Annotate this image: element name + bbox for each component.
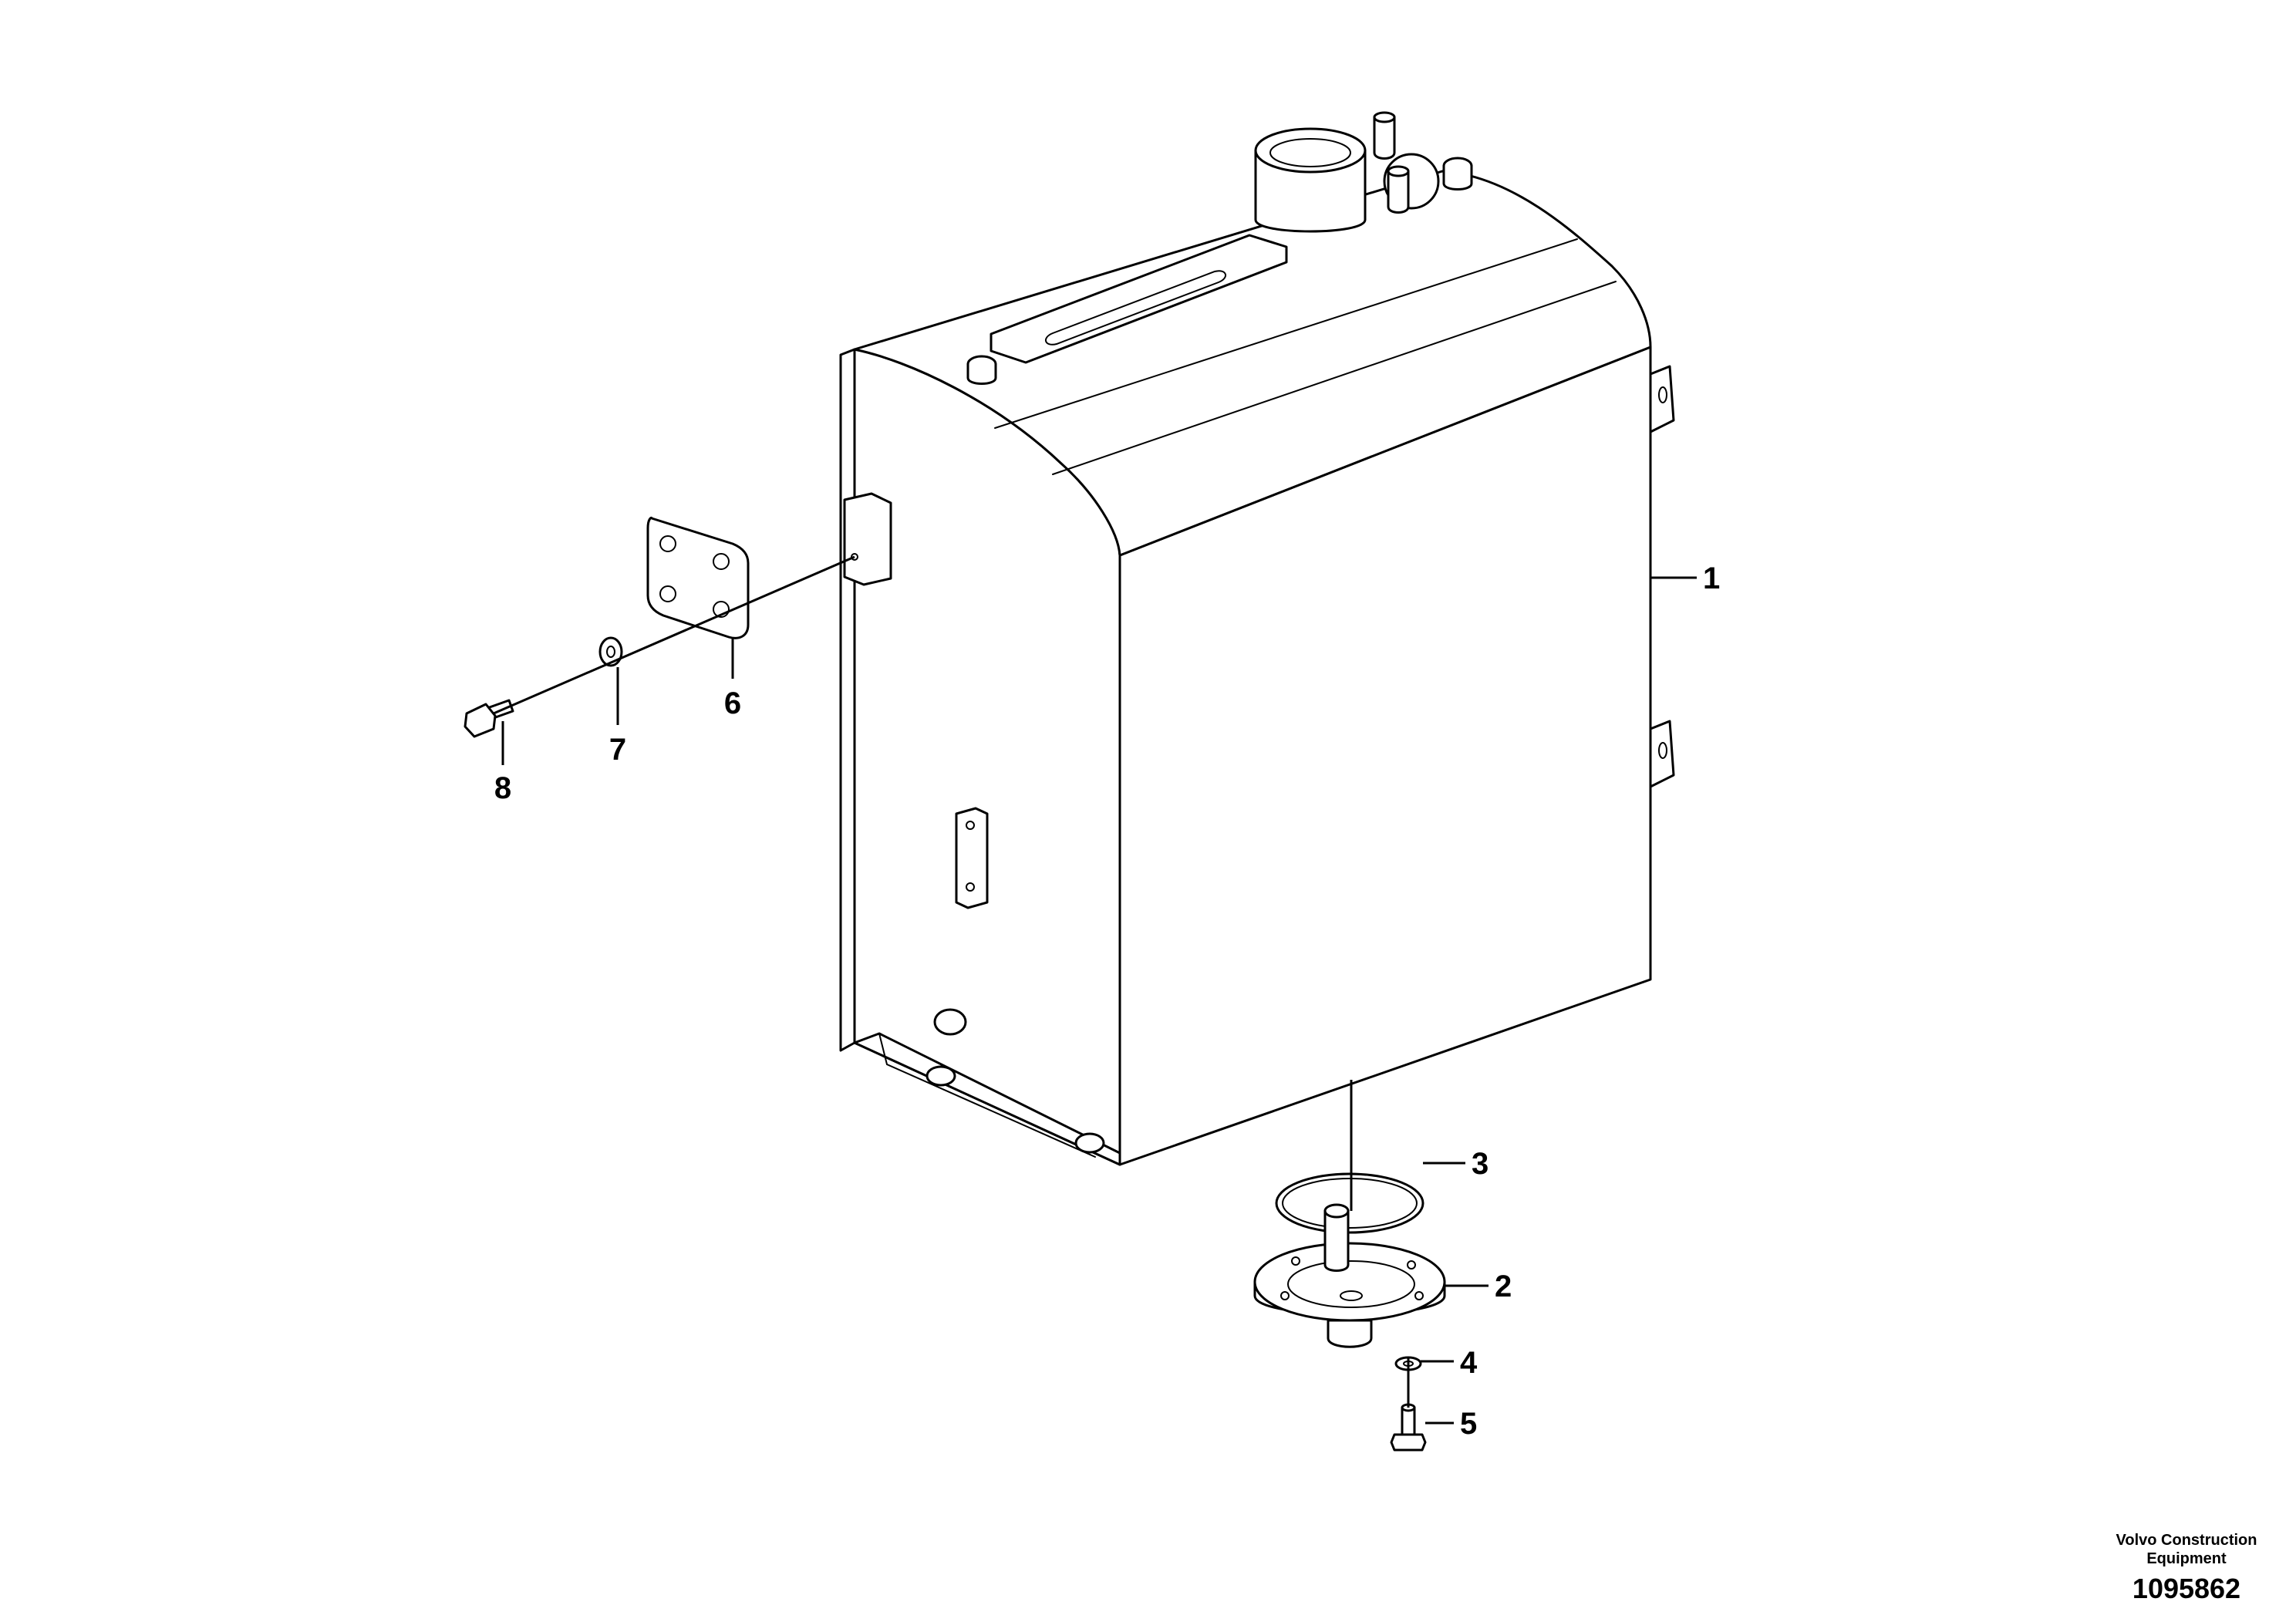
callout-3: 3 xyxy=(1472,1147,1489,1181)
tank-bottom-rim xyxy=(853,1032,1121,1166)
tank-bottom-nut xyxy=(925,1065,956,1087)
tank-side-hole xyxy=(851,553,858,561)
cover-flange-bolt-hole xyxy=(1280,1291,1290,1300)
bolt-bottom[interactable] xyxy=(1390,1403,1427,1452)
tank-top-slot xyxy=(1045,270,1226,346)
drawing-number: 1095862 xyxy=(2132,1573,2240,1604)
callout-leaders xyxy=(501,576,1697,1425)
tank-left-flange xyxy=(839,348,856,1052)
tank-filler-neck-rim xyxy=(1254,127,1367,174)
o-ring[interactable] xyxy=(1275,1172,1424,1234)
tank-fitting-tube-top xyxy=(1387,165,1410,177)
tank-mount-hole xyxy=(1658,386,1667,403)
company-name-line1: Volvo Construction xyxy=(2116,1532,2257,1549)
tank-top-boss-body xyxy=(966,363,997,385)
tank-bend-line xyxy=(994,238,1578,429)
mounting-plate-hole xyxy=(659,585,676,602)
washer[interactable] xyxy=(598,636,623,667)
callout-4: 4 xyxy=(1460,1346,1478,1380)
tank-bottom-nut xyxy=(1074,1132,1105,1154)
tank-filler-neck xyxy=(1254,149,1367,233)
mounting-plate-hole xyxy=(713,601,730,618)
tank-bottom-edge xyxy=(878,1033,1096,1158)
tank-top-slot-plate xyxy=(990,234,1288,364)
mounting-plate-hole xyxy=(659,535,676,552)
callout-5: 5 xyxy=(1460,1407,1477,1441)
cover-flange-tube xyxy=(1323,1209,1350,1272)
bolt-bottom-head xyxy=(1390,1433,1427,1452)
tank-mount-hole xyxy=(1658,742,1667,759)
tank-bend-line xyxy=(1052,281,1617,475)
tank-top-boss-body xyxy=(1442,164,1473,191)
callout-6: 6 xyxy=(724,686,741,720)
tank-drain-boss xyxy=(933,1008,967,1036)
tank-bracket-hole xyxy=(966,821,975,830)
cover-flange-center xyxy=(1340,1290,1363,1301)
bolt-side[interactable] xyxy=(464,699,514,738)
tank-filler-neck-inner xyxy=(1269,138,1351,167)
o-ring-outer xyxy=(1275,1172,1424,1234)
cover-flange-tube-top xyxy=(1323,1203,1350,1219)
tank-bracket-hole xyxy=(966,882,975,892)
callout-8: 8 xyxy=(494,771,511,805)
tank-side-bracket-lower xyxy=(955,807,989,909)
footer: Volvo Construction Equipment 1095862 xyxy=(2116,1532,2257,1604)
tank-top-face xyxy=(853,170,1652,557)
mounting-plate-hole xyxy=(713,553,730,570)
callout-1: 1 xyxy=(1703,561,1720,595)
callout-2: 2 xyxy=(1495,1270,1512,1303)
cover-flange-recess xyxy=(1287,1260,1415,1308)
tank-mount-lug-upper xyxy=(1649,365,1675,433)
mounting-plate-body xyxy=(646,516,750,639)
bolt-side-head xyxy=(464,703,497,738)
cover-flange-bolt-hole xyxy=(1407,1260,1416,1270)
cover-flange-bolt-hole xyxy=(1414,1291,1424,1300)
tank-fitting-tube xyxy=(1387,170,1410,214)
o-ring-inner xyxy=(1282,1178,1418,1229)
cover-flange-boss xyxy=(1327,1319,1373,1348)
callout-numbers: 1 2 3 4 5 6 7 8 xyxy=(494,561,1720,1441)
tank-fitting-tube-top xyxy=(1373,111,1396,123)
tank-fitting-tube xyxy=(1373,116,1396,160)
tank-side-block-upper xyxy=(843,492,892,586)
cover-flange[interactable] xyxy=(1253,1203,1446,1348)
cover-flange-bolt-hole xyxy=(1291,1256,1300,1266)
callout-7: 7 xyxy=(609,733,626,767)
assembly-line-side-bolt xyxy=(493,555,855,715)
company-name-line2: Equipment xyxy=(2146,1550,2227,1567)
hydraulic-tank[interactable] xyxy=(839,111,1675,1166)
assembly-lines xyxy=(493,555,1410,1408)
mounting-plate[interactable] xyxy=(646,516,750,639)
cover-flange-top xyxy=(1253,1242,1446,1322)
washer-hole xyxy=(606,646,615,658)
washer-body xyxy=(598,636,623,667)
tank-mount-lug-lower xyxy=(1649,720,1675,788)
